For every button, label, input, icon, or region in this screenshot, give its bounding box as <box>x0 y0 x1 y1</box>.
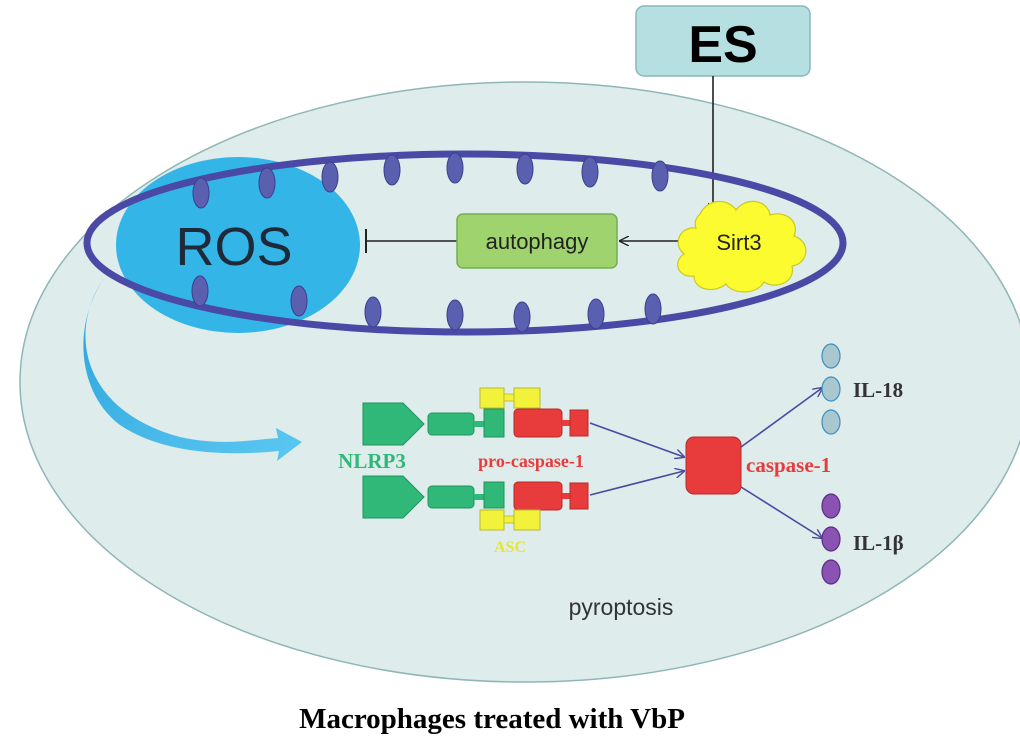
membrane-granule <box>258 167 276 199</box>
membrane-granule <box>321 161 339 193</box>
membrane-granule <box>581 156 599 188</box>
il18-bead <box>821 343 841 369</box>
membrane-granule <box>651 160 669 192</box>
il1b-bead <box>821 559 841 585</box>
membrane-granule <box>290 285 308 317</box>
il18-label: IL-18 <box>853 378 903 402</box>
membrane-granule <box>192 177 210 209</box>
membrane-granule <box>587 298 605 330</box>
es-node: ES <box>635 5 811 77</box>
membrane-granule <box>191 275 209 307</box>
membrane-granule <box>364 296 382 328</box>
nlrp3-label: NLRP3 <box>338 449 406 473</box>
caspase-1-label: caspase-1 <box>746 453 831 477</box>
autophagy-node: autophagy <box>456 213 618 269</box>
pyroptosis-label: pyroptosis <box>569 594 674 620</box>
figure-caption: Macrophages treated with VbP <box>299 703 685 735</box>
il18-cluster <box>821 343 841 435</box>
sirt3-label: Sirt3 <box>716 230 761 255</box>
membrane-granule <box>516 153 534 185</box>
inflammasome-complex-top <box>362 387 589 446</box>
autophagy-label: autophagy <box>486 229 589 254</box>
inflammasome-complex-bottom <box>362 475 589 531</box>
ros-to-inflammasome-arrow <box>83 278 303 461</box>
es-label: ES <box>688 16 757 74</box>
pro-caspase-1-label: pro-caspase-1 <box>478 451 584 471</box>
il1b-bead <box>821 493 841 519</box>
il1b-bead <box>821 526 841 552</box>
complex-bottom-to-caspase-arrow <box>589 471 684 496</box>
mitochondrion-membrane <box>83 150 847 336</box>
complex-top-to-caspase-arrow <box>589 422 684 457</box>
membrane-granule <box>383 154 401 186</box>
membrane-granule <box>513 301 531 333</box>
ros-label: ROS <box>175 217 292 277</box>
sirt3-node: Sirt3 <box>677 200 807 293</box>
membrane-granule <box>644 293 662 325</box>
membrane-granules <box>191 152 669 333</box>
il18-bead <box>821 409 841 435</box>
membrane-granule <box>446 152 464 184</box>
asc-label: ASC <box>494 539 526 556</box>
membrane-granule <box>446 299 464 331</box>
caspase-1-node <box>685 436 742 495</box>
il1b-cluster <box>821 493 841 585</box>
il1b-label: IL-1β <box>853 531 904 555</box>
il18-bead <box>821 376 841 402</box>
caspase-to-il1b-arrow <box>740 486 822 538</box>
caspase-to-il18-arrow <box>740 388 822 448</box>
